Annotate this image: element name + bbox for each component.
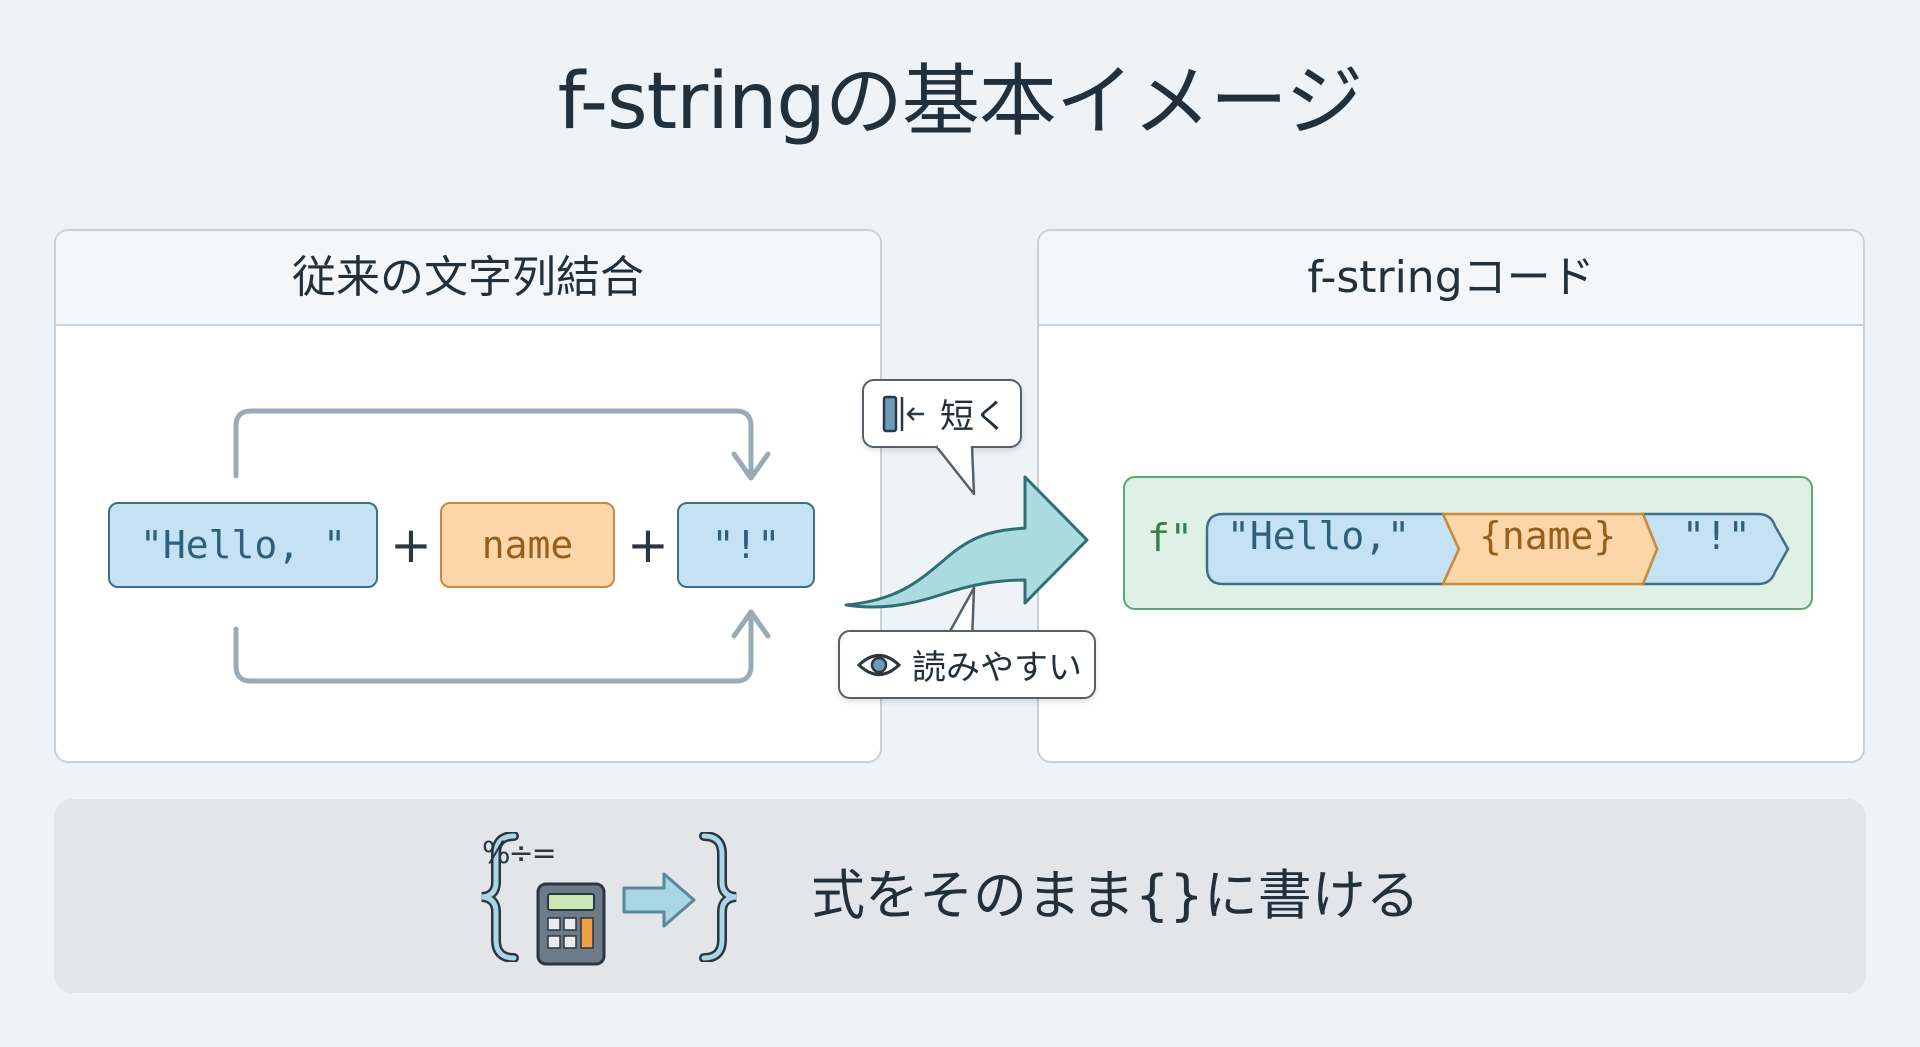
shorter-label: 短く — [940, 397, 1008, 437]
readable-label: 読みやすい — [912, 648, 1082, 688]
concat-flow-lines — [233, 408, 771, 684]
hello-string-chip: "Hello, " — [108, 502, 378, 588]
shorter-callout: 短く — [862, 379, 1022, 448]
fstring-prefix: f" — [1147, 516, 1193, 560]
segment-name-shape — [1440, 512, 1658, 585]
fstring-code-heading: f-stringコード — [1039, 231, 1863, 326]
fstring-code-body: f" "Hello," {name} "!" — [1039, 326, 1863, 761]
traditional-concat-panel: 従来の文字列結合 "Hello, " + name + "!" — [54, 229, 882, 763]
segment-exclaim-shape — [1640, 512, 1789, 585]
plus-operator: + — [390, 516, 432, 574]
right-arrow-icon — [622, 872, 696, 928]
segment-hello-shape — [1205, 512, 1460, 585]
operator-symbols: %÷= — [482, 836, 557, 871]
right-brace-icon — [699, 832, 737, 962]
page-title: f-stringの基本イメージ — [557, 57, 1364, 147]
transform-arrow — [844, 475, 1089, 609]
segment-name: {name} — [1479, 514, 1617, 558]
exclamation-string-chip: "!" — [677, 502, 815, 588]
bottom-arrowhead — [731, 609, 771, 639]
fstring-literal: f" "Hello," {name} "!" — [1123, 476, 1813, 610]
readable-callout: 読みやすい — [838, 630, 1096, 699]
left-brace-icon — [481, 832, 519, 962]
segment-hello: "Hello," — [1227, 514, 1411, 558]
eye-icon — [856, 653, 902, 676]
top-arrowhead — [731, 451, 771, 481]
fstring-code-panel: f-stringコード f" "Hello," {name} "!" — [1037, 229, 1865, 763]
name-variable-chip: name — [440, 502, 615, 588]
fstring-segments — [1205, 512, 1789, 585]
compress-icon — [882, 395, 924, 432]
top-flow-arrow — [233, 408, 754, 479]
plus-operator: + — [627, 516, 669, 574]
expression-banner: 式をそのまま{}に書ける — [54, 799, 1866, 993]
shorter-callout-tail — [935, 444, 976, 496]
bottom-flow-arrow — [233, 613, 754, 684]
readable-callout-tail — [942, 586, 976, 643]
traditional-concat-body: "Hello, " + name + "!" — [56, 326, 880, 761]
traditional-concat-heading: 従来の文字列結合 — [56, 231, 880, 326]
segment-exclaim: "!" — [1682, 514, 1751, 558]
calculator-icon — [536, 882, 606, 966]
expression-banner-text: 式をそのまま{}に書ける — [811, 864, 1420, 927]
